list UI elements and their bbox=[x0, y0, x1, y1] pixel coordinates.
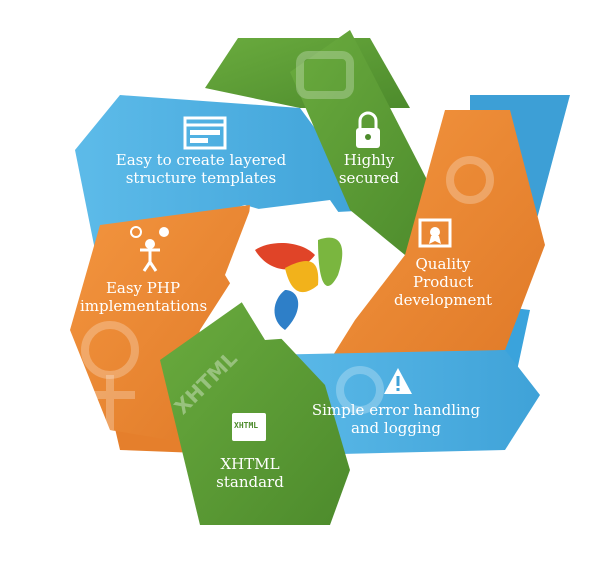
lock-icon bbox=[356, 111, 380, 148]
ribbon-green-lower bbox=[160, 300, 350, 525]
logo-leaf-green bbox=[318, 237, 343, 286]
browser-window-icon bbox=[183, 116, 227, 150]
feature-label-security: Highly secured bbox=[338, 151, 400, 187]
feature-label-templates: Easy to create layered structure templat… bbox=[115, 151, 287, 187]
person-idea-icon bbox=[130, 226, 169, 272]
ribbon-orange-left bbox=[70, 205, 250, 440]
xhtml-badge-text: XHTML bbox=[234, 421, 259, 430]
logo-leaf-yellow bbox=[285, 261, 319, 293]
logo-leaf-blue bbox=[274, 290, 299, 330]
feature-label-quality: Quality Product development bbox=[393, 255, 493, 309]
feature-label-xhtml: XHTML standard bbox=[216, 455, 284, 491]
feature-label-php: Easy PHP implementations bbox=[80, 279, 208, 315]
xhtml-badge-icon: XHTML bbox=[232, 413, 266, 441]
warning-icon bbox=[384, 368, 412, 394]
certificate-icon bbox=[418, 218, 452, 248]
decorative-background-shapes bbox=[81, 51, 494, 430]
feature-label-errors: Simple error handling and logging bbox=[311, 401, 481, 437]
yii-logo bbox=[255, 237, 343, 330]
